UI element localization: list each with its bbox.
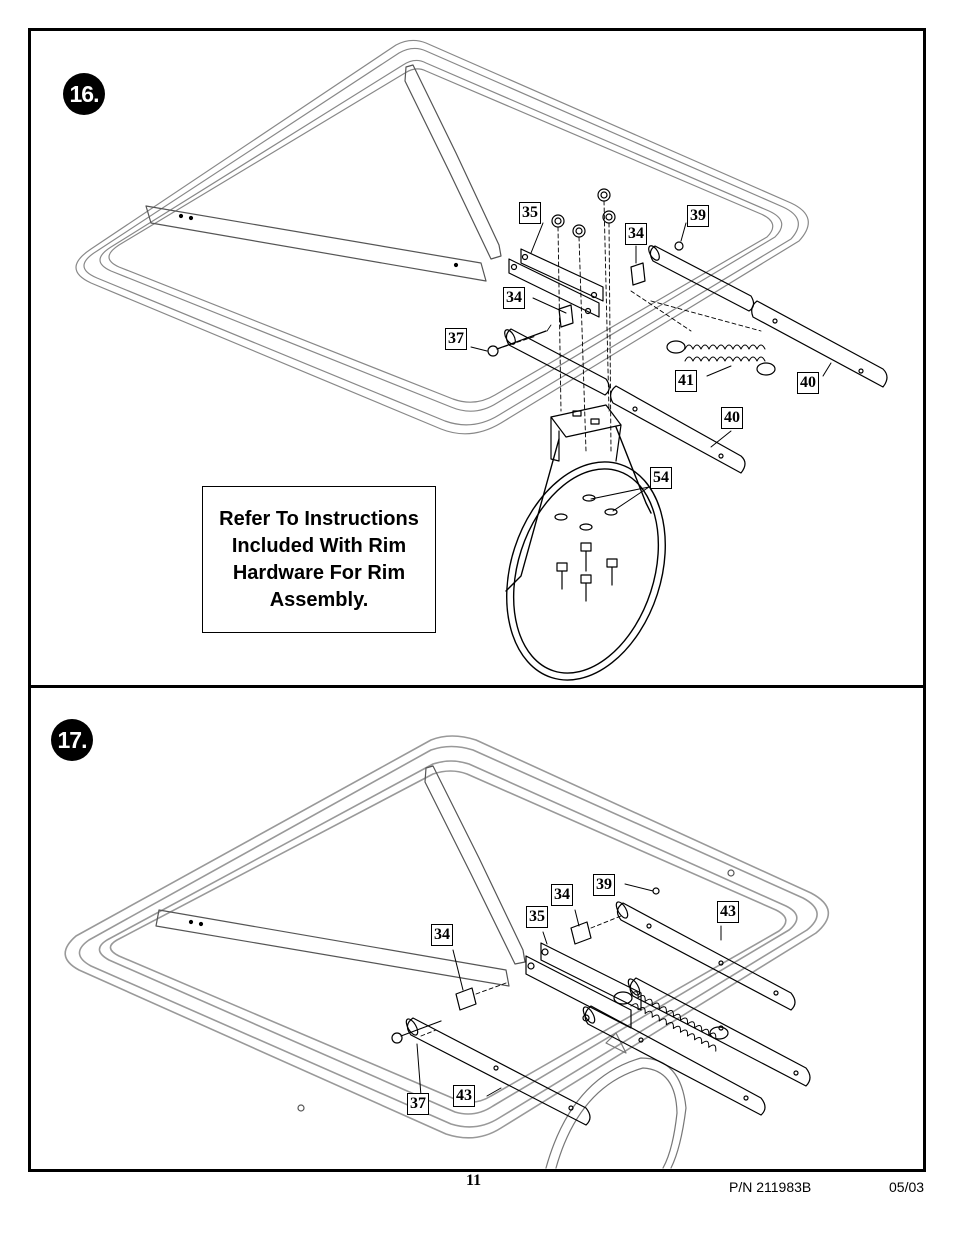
backboard-frame — [64, 735, 830, 1139]
rim-screws — [556, 542, 618, 602]
callout-39: 39 — [687, 205, 709, 227]
mounting-plate-upper — [520, 248, 604, 302]
backboard-frame-inner — [99, 59, 783, 412]
callout-leaders — [470, 222, 832, 512]
part-number: P/N 211983B — [729, 1179, 812, 1195]
washer-upper — [674, 241, 684, 251]
step-17-panel: 17. — [28, 685, 926, 1172]
backboard-frame-outer — [75, 39, 809, 435]
callout-37: 37 — [407, 1093, 429, 1115]
spacer-upper — [570, 921, 592, 945]
horizontal-brace — [145, 205, 487, 282]
spacer-lower — [558, 304, 574, 328]
callout-34-upper: 34 — [625, 223, 647, 245]
callout-39: 39 — [593, 874, 615, 896]
step-17-assembly-drawing — [64, 735, 830, 1169]
lock-nuts — [551, 188, 616, 238]
backboard-frame-inner-2 — [108, 68, 774, 403]
callout-leaders — [416, 883, 722, 1097]
callout-40-lower: 40 — [721, 407, 743, 429]
callout-41: 41 — [675, 370, 697, 392]
mounting-plate-lower — [508, 258, 600, 318]
extension-arm-upper — [648, 245, 888, 388]
callout-43-lower: 43 — [453, 1085, 475, 1107]
callout-35: 35 — [519, 202, 541, 224]
long-bolt — [487, 324, 552, 357]
spring — [666, 340, 776, 376]
washers — [554, 494, 618, 531]
callout-54: 54 — [650, 467, 672, 489]
date-code: 05/03 — [889, 1179, 925, 1195]
extension-tube-lower-right — [582, 1005, 766, 1116]
callout-37: 37 — [445, 328, 467, 350]
page-number: 11 — [466, 1172, 482, 1189]
callout-35: 35 — [526, 906, 548, 928]
spring — [613, 991, 729, 1052]
spacer-upper — [630, 262, 646, 286]
callout-40-right: 40 — [797, 372, 819, 394]
diagonal-brace — [404, 64, 502, 260]
callout-34-upper: 34 — [551, 884, 573, 906]
long-bolt — [391, 1020, 442, 1044]
rim-instructions-note: Refer To Instructions Included With Rim … — [202, 486, 436, 633]
rim-mounting-bracket — [550, 404, 622, 462]
washer-upper — [652, 887, 660, 895]
callout-34-lower: 34 — [431, 924, 453, 946]
backboard-frame-outer-2 — [83, 47, 799, 426]
callout-34-lower: 34 — [503, 287, 525, 309]
step-number-badge: 16. — [63, 73, 105, 115]
extension-tube-lower-left — [405, 1017, 591, 1126]
diagonal-brace — [424, 765, 526, 965]
horizontal-brace — [155, 909, 510, 987]
mounting-plate-lower — [525, 955, 632, 1029]
basketball-rim — [505, 426, 666, 681]
extension-arm-lower — [504, 328, 746, 474]
alignment-lines — [496, 200, 762, 452]
alignment-lines — [420, 915, 622, 1037]
mounting-plate-upper — [540, 942, 642, 1011]
step-16-panel: 16. — [28, 28, 926, 688]
step-number-badge: 17. — [51, 719, 93, 761]
step-16-assembly-drawing — [75, 39, 888, 681]
extension-tube-upper — [615, 901, 796, 1011]
spacer-lower — [455, 987, 477, 1011]
callout-43-upper: 43 — [717, 901, 739, 923]
